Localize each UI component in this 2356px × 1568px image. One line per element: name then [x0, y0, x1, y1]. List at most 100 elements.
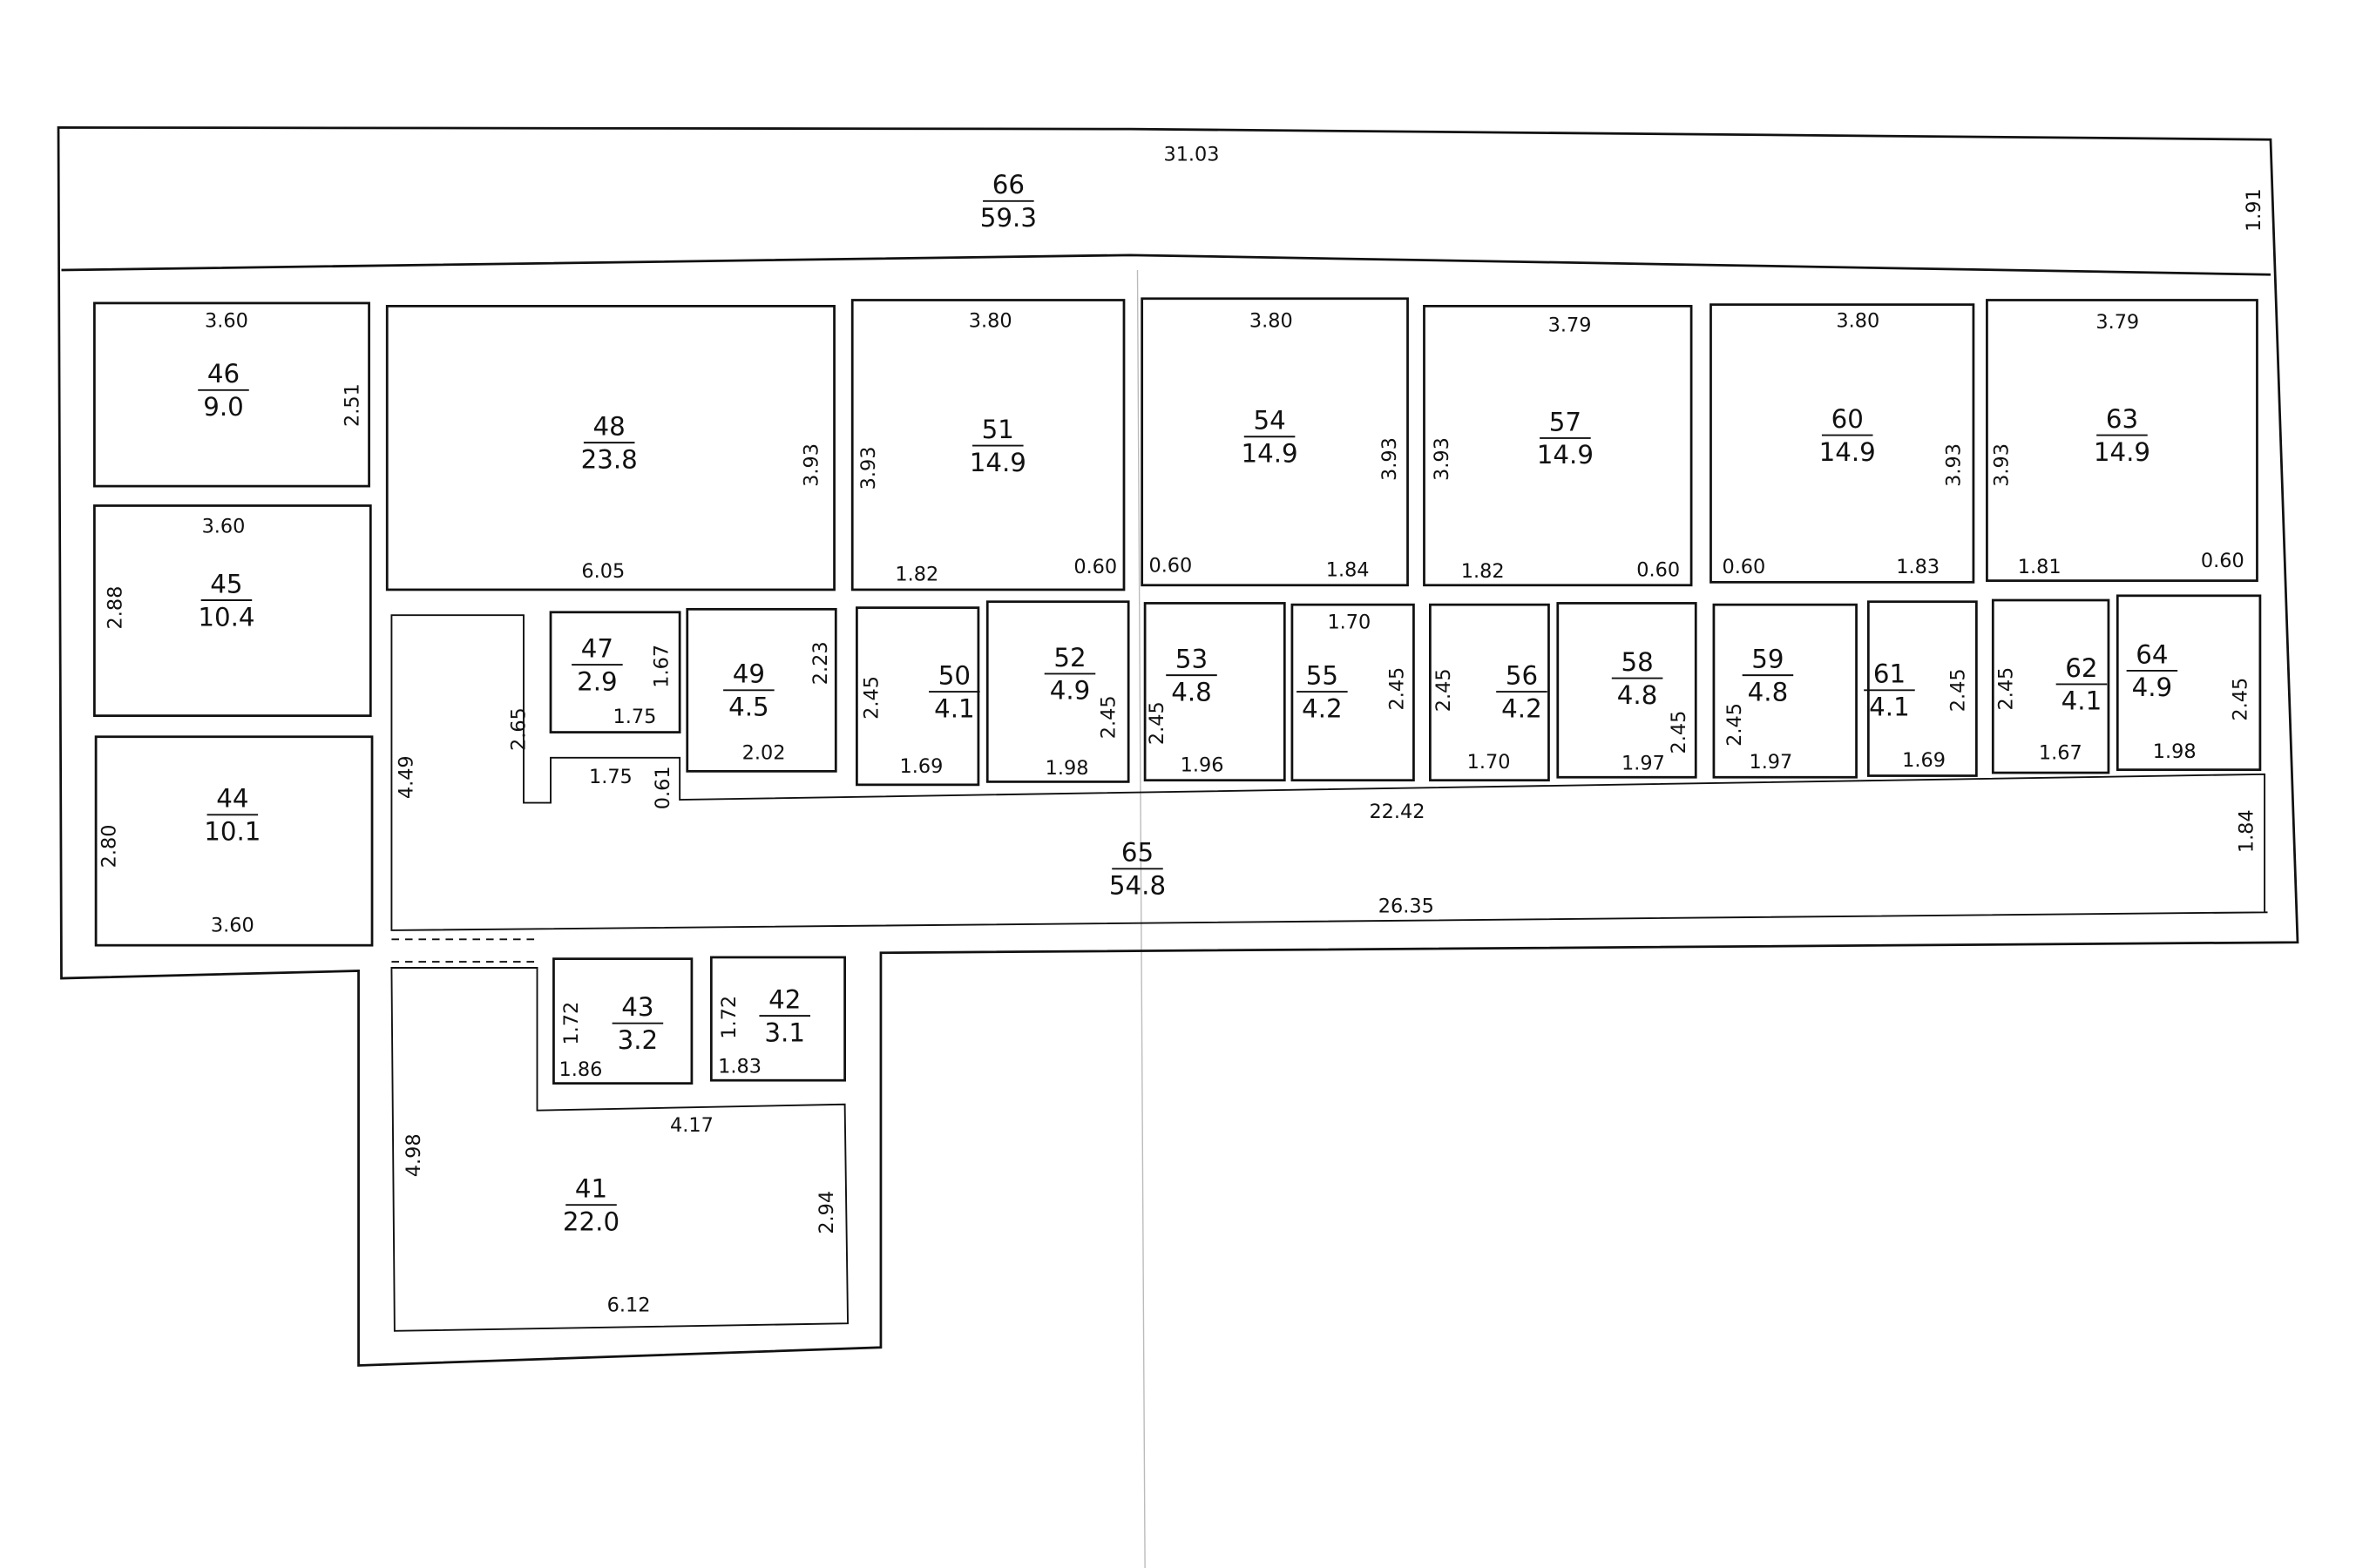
room-number: 49 [733, 659, 765, 689]
dimension-label: 1.96 [1181, 754, 1224, 776]
room-number: 58 [1621, 647, 1653, 677]
room-number: 50 [938, 660, 971, 690]
dimension-label: 3.93 [1378, 437, 1401, 481]
dimension-label: 2.45 [1723, 703, 1746, 747]
dimension-label: 6.12 [607, 1294, 651, 1316]
room-area: 10.1 [204, 817, 261, 847]
dimension-label: 1.83 [718, 1056, 762, 1078]
room-area: 14.9 [970, 448, 1026, 477]
room-area: 4.2 [1501, 693, 1542, 723]
dimension-label: 1.98 [1046, 757, 1089, 780]
room-number: 64 [2136, 639, 2168, 669]
outer-dimensions: 31.03 1.91 [1163, 143, 2265, 232]
dimension-label: 0.60 [2201, 550, 2244, 572]
dimension-label: 3.80 [1836, 310, 1879, 333]
room-46: 469.0 3.60 2.51 [92, 301, 370, 488]
dimension-label: 0.60 [1073, 556, 1117, 578]
room-45-outline [92, 504, 372, 718]
room-area: 2.9 [577, 666, 618, 696]
corridor-outline [390, 614, 2268, 931]
dimension-label: 3.60 [211, 915, 254, 937]
room-area: 54.8 [1109, 871, 1166, 901]
room-area: 4.9 [2132, 672, 2173, 702]
dimension-label: 2.65 [508, 707, 531, 751]
dimension-label: 1.75 [589, 766, 633, 788]
room-number: 60 [1831, 404, 1864, 434]
room-52-outline [985, 600, 1130, 783]
room-42: 423.11.721.83 [709, 956, 846, 1082]
dimension-label: 3.79 [1548, 314, 1592, 337]
room-57-outline [1423, 305, 1693, 587]
dimension-label: 3.93 [1942, 443, 1965, 487]
dimension-label: 3.60 [205, 310, 248, 333]
room-area: 4.9 [1050, 676, 1091, 706]
dimension-label: 2.45 [861, 676, 884, 720]
room-61-outline [1866, 600, 1978, 777]
dimension-label: 3.93 [1991, 443, 2014, 487]
room-48-outline [385, 305, 836, 591]
room-number: 51 [982, 415, 1014, 444]
room-56-outline [1429, 603, 1550, 782]
room-number: 46 [207, 359, 240, 389]
dimension-label: 3.93 [857, 447, 880, 490]
room-49-outline [686, 607, 837, 773]
room-number: 65 [1121, 838, 1154, 868]
room-area: 14.9 [1241, 439, 1297, 469]
dimension-label: 2.51 [342, 383, 364, 427]
dimension-label: 3.79 [2095, 311, 2139, 334]
dimension-label: 1.82 [895, 564, 938, 586]
room-area: 14.9 [1819, 437, 1876, 467]
scan-artifact-line [1136, 270, 1146, 1568]
dimension-label: 2.45 [1947, 668, 1970, 712]
dimension-label: 1.69 [900, 755, 944, 778]
room-50-outline [856, 606, 980, 787]
dimension-label: 1.84 [1326, 558, 1370, 581]
dimension-label: 0.61 [652, 766, 674, 809]
dimension-label: 1.81 [2018, 556, 2062, 578]
room-number: 47 [581, 633, 613, 663]
room-number: 43 [621, 992, 653, 1022]
dimension-label: 3.80 [969, 310, 1012, 333]
dimension-label: 4.49 [396, 755, 418, 799]
dimension-label: 1.86 [559, 1058, 603, 1081]
room-number: 45 [210, 569, 242, 598]
dimension-label: 0.60 [1636, 558, 1680, 581]
dimension-label: 0.60 [1722, 556, 1765, 578]
room-43-outline [552, 957, 694, 1085]
room-43: 433.21.721.86 [552, 957, 694, 1085]
room-area: 4.1 [2062, 686, 2102, 716]
dimension-label: 1.75 [613, 706, 657, 728]
dimension-label: 2.45 [2229, 678, 2251, 721]
dimension-label: 2.45 [1668, 711, 1690, 754]
rooms: 6659.3469.03.602.514510.43.602.884410.12… [92, 170, 2262, 1317]
dimension-label: 1.70 [1327, 612, 1371, 634]
room-47-outline [549, 611, 681, 733]
dimension-label: 2.23 [809, 641, 832, 685]
room-55: 554.21.702.45 [1290, 603, 1415, 782]
dimension-label: 1.70 [1467, 751, 1511, 774]
room-area: 14.9 [2094, 437, 2150, 467]
room-area: 4.1 [934, 693, 975, 723]
room-area: 14.9 [1537, 440, 1594, 470]
dimension-label: 1.67 [2039, 742, 2082, 765]
dimension-label: 2.88 [104, 586, 126, 630]
dimension-label: 2.94 [816, 1191, 838, 1234]
room-59-outline [1712, 603, 1858, 779]
room-58: 584.82.451.97 [1556, 602, 1697, 779]
room-42-outline [709, 956, 846, 1082]
dimension-label: 4.17 [670, 1114, 714, 1137]
room-area: 9.0 [203, 392, 244, 422]
dimension-label: 0.60 [1148, 554, 1192, 577]
dimension-label: 1.72 [560, 1002, 583, 1045]
room-number: 42 [768, 985, 801, 1015]
room-46-outline [92, 301, 370, 488]
room-60-outline [1709, 303, 1975, 584]
room-55-outline [1290, 603, 1415, 782]
room-area: 4.5 [728, 693, 769, 722]
room-59: 594.82.451.97 [1712, 603, 1858, 779]
